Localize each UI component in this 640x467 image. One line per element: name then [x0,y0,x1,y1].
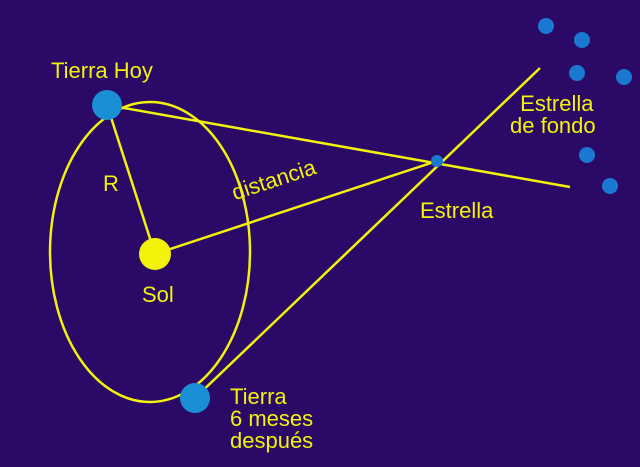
earth-orbit [48,100,252,404]
near-star [431,155,443,167]
label-sun: Sol [142,282,174,307]
distance-line [154,159,438,256]
label-star: Estrella [420,198,494,223]
sun [139,238,171,270]
sight-line-earth-today [106,103,571,189]
label-background-star-line1: Estrella [520,91,594,116]
background-star [538,18,554,34]
earth-today [92,90,122,120]
label-background-star-line2: de fondo [510,113,596,138]
earth-later [180,383,210,413]
label-background-star: Estrella de fondo [510,93,596,137]
label-earth-later-line2: 6 meses [230,406,314,431]
background-star [574,32,590,48]
label-earth-later: Tierra 6 meses después [230,386,313,452]
background-star [616,69,632,85]
radius-line [105,104,157,255]
label-earth-later-line3: después [230,428,314,453]
label-earth-today: Tierra Hoy [51,58,153,83]
background-stars [538,18,632,194]
label-radius: R [103,171,119,196]
background-star [602,178,618,194]
sight-line-earth-later [194,67,541,399]
label-earth-later-line1: Tierra [230,384,287,409]
background-star [569,65,585,81]
background-star [579,147,595,163]
